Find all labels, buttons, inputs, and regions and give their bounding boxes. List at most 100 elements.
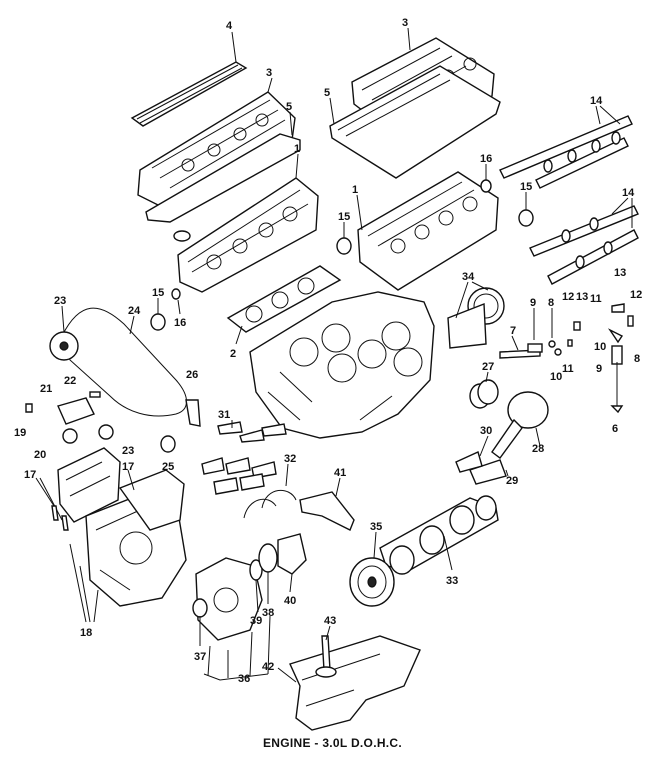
callout-23: 23 — [54, 295, 66, 307]
callout-9: 9 — [596, 363, 602, 375]
callout-23: 23 — [122, 445, 134, 457]
callout-13: 13 — [576, 291, 588, 303]
callout-20: 20 — [34, 449, 46, 461]
tensioner-spring — [25, 403, 33, 413]
valve-cover-gasket-inner-left — [145, 133, 301, 223]
plug-left — [171, 288, 181, 300]
head-plug — [173, 230, 191, 242]
callout-13: 13 — [614, 267, 626, 279]
callout-8: 8 — [634, 353, 640, 365]
diagram-caption: ENGINE - 3.0L D.O.H.C. — [262, 736, 403, 750]
pump-rotor — [258, 543, 278, 573]
callout-16: 16 — [174, 317, 186, 329]
pump-cover — [277, 533, 307, 575]
cover-bolt — [51, 505, 59, 521]
callout-14: 14 — [590, 95, 603, 107]
callout-12: 12 — [630, 289, 642, 301]
callout-1: 1 — [294, 143, 300, 155]
callout-2: 2 — [230, 348, 236, 360]
callout-39: 39 — [250, 615, 262, 627]
callout-31: 31 — [218, 409, 230, 421]
callout-5: 5 — [286, 101, 292, 113]
callout-17: 17 — [24, 469, 36, 481]
timing-cover-rear — [118, 469, 185, 531]
camshaft-upper — [499, 115, 633, 189]
callout-15: 15 — [152, 287, 164, 299]
plug-right — [480, 179, 492, 193]
callout-11: 11 — [590, 293, 602, 305]
callout-25: 25 — [162, 461, 174, 473]
callout-30: 30 — [480, 425, 492, 437]
idler-pulley — [98, 424, 114, 440]
callout-19: 19 — [14, 427, 26, 439]
oil-pump-housing — [195, 557, 263, 641]
cylinder-head-right — [357, 171, 499, 291]
valve-seal — [607, 328, 624, 344]
callout-33: 33 — [446, 575, 458, 587]
callout-10: 10 — [550, 371, 562, 383]
callout-29: 29 — [506, 475, 518, 487]
engine-bracket — [299, 491, 355, 531]
callout-9: 9 — [530, 297, 536, 309]
crank-sprocket — [160, 435, 176, 453]
valve-spring-right — [611, 345, 623, 365]
crankshaft — [379, 495, 499, 575]
callout-3: 3 — [402, 17, 408, 29]
callout-21: 21 — [40, 383, 52, 395]
oil-pickup-tube — [315, 635, 337, 678]
valve — [610, 405, 624, 414]
callout-6: 6 — [612, 423, 618, 435]
callout-36: 36 — [238, 673, 250, 685]
head-gasket — [226, 265, 342, 333]
rocker-arm — [611, 303, 625, 313]
callout-17: 17 — [122, 461, 134, 473]
callout-11: 11 — [562, 363, 574, 375]
callout-10: 10 — [594, 341, 606, 353]
piston-connecting-rod — [469, 391, 549, 485]
callout-34: 34 — [462, 271, 475, 283]
callout-27: 27 — [482, 361, 494, 373]
rod-bearing — [455, 451, 483, 473]
callout-28: 28 — [532, 443, 544, 455]
oil-pan — [289, 635, 421, 731]
callout-14: 14 — [622, 187, 635, 199]
callout-12: 12 — [562, 291, 574, 303]
callout-41: 41 — [334, 467, 346, 479]
callout-26: 26 — [186, 369, 198, 381]
callout-42: 42 — [262, 661, 274, 673]
valve-cover-gasket-right — [329, 65, 501, 179]
callout-4: 4 — [226, 20, 233, 32]
callout-3: 3 — [266, 67, 272, 79]
belt-guide — [185, 399, 201, 427]
callout-37: 37 — [194, 651, 206, 663]
callout-43: 43 — [324, 615, 336, 627]
piston-rings — [469, 379, 499, 409]
timing-cover-upper — [57, 447, 121, 523]
cylinder-head-left — [177, 177, 319, 293]
callout-16: 16 — [480, 153, 492, 165]
callout-35: 35 — [370, 521, 382, 533]
thrust-washers — [243, 490, 297, 519]
main-bearings — [201, 421, 287, 495]
crankshaft-pulley — [349, 557, 395, 607]
tensioner-bracket — [57, 397, 95, 425]
callout-24: 24 — [128, 305, 141, 317]
oil-pump-seal — [192, 598, 208, 618]
engine-block — [249, 291, 435, 439]
callout-7: 7 — [510, 325, 516, 337]
callout-15: 15 — [338, 211, 350, 223]
callout-18: 18 — [80, 627, 92, 639]
callout-38: 38 — [262, 607, 274, 619]
camshaft-seal-mid — [336, 237, 352, 255]
callout-8: 8 — [548, 297, 554, 309]
valve-cover-gasket-left — [130, 61, 248, 127]
camshaft-lower — [529, 205, 639, 285]
valve-keeper — [573, 321, 581, 331]
tensioner-bolt — [89, 391, 101, 398]
callout-1: 1 — [352, 184, 358, 196]
callout-32: 32 — [284, 453, 296, 465]
callout-15: 15 — [520, 181, 532, 193]
camshaft-seal-left — [150, 313, 166, 331]
camshaft-seal-right — [518, 209, 534, 227]
